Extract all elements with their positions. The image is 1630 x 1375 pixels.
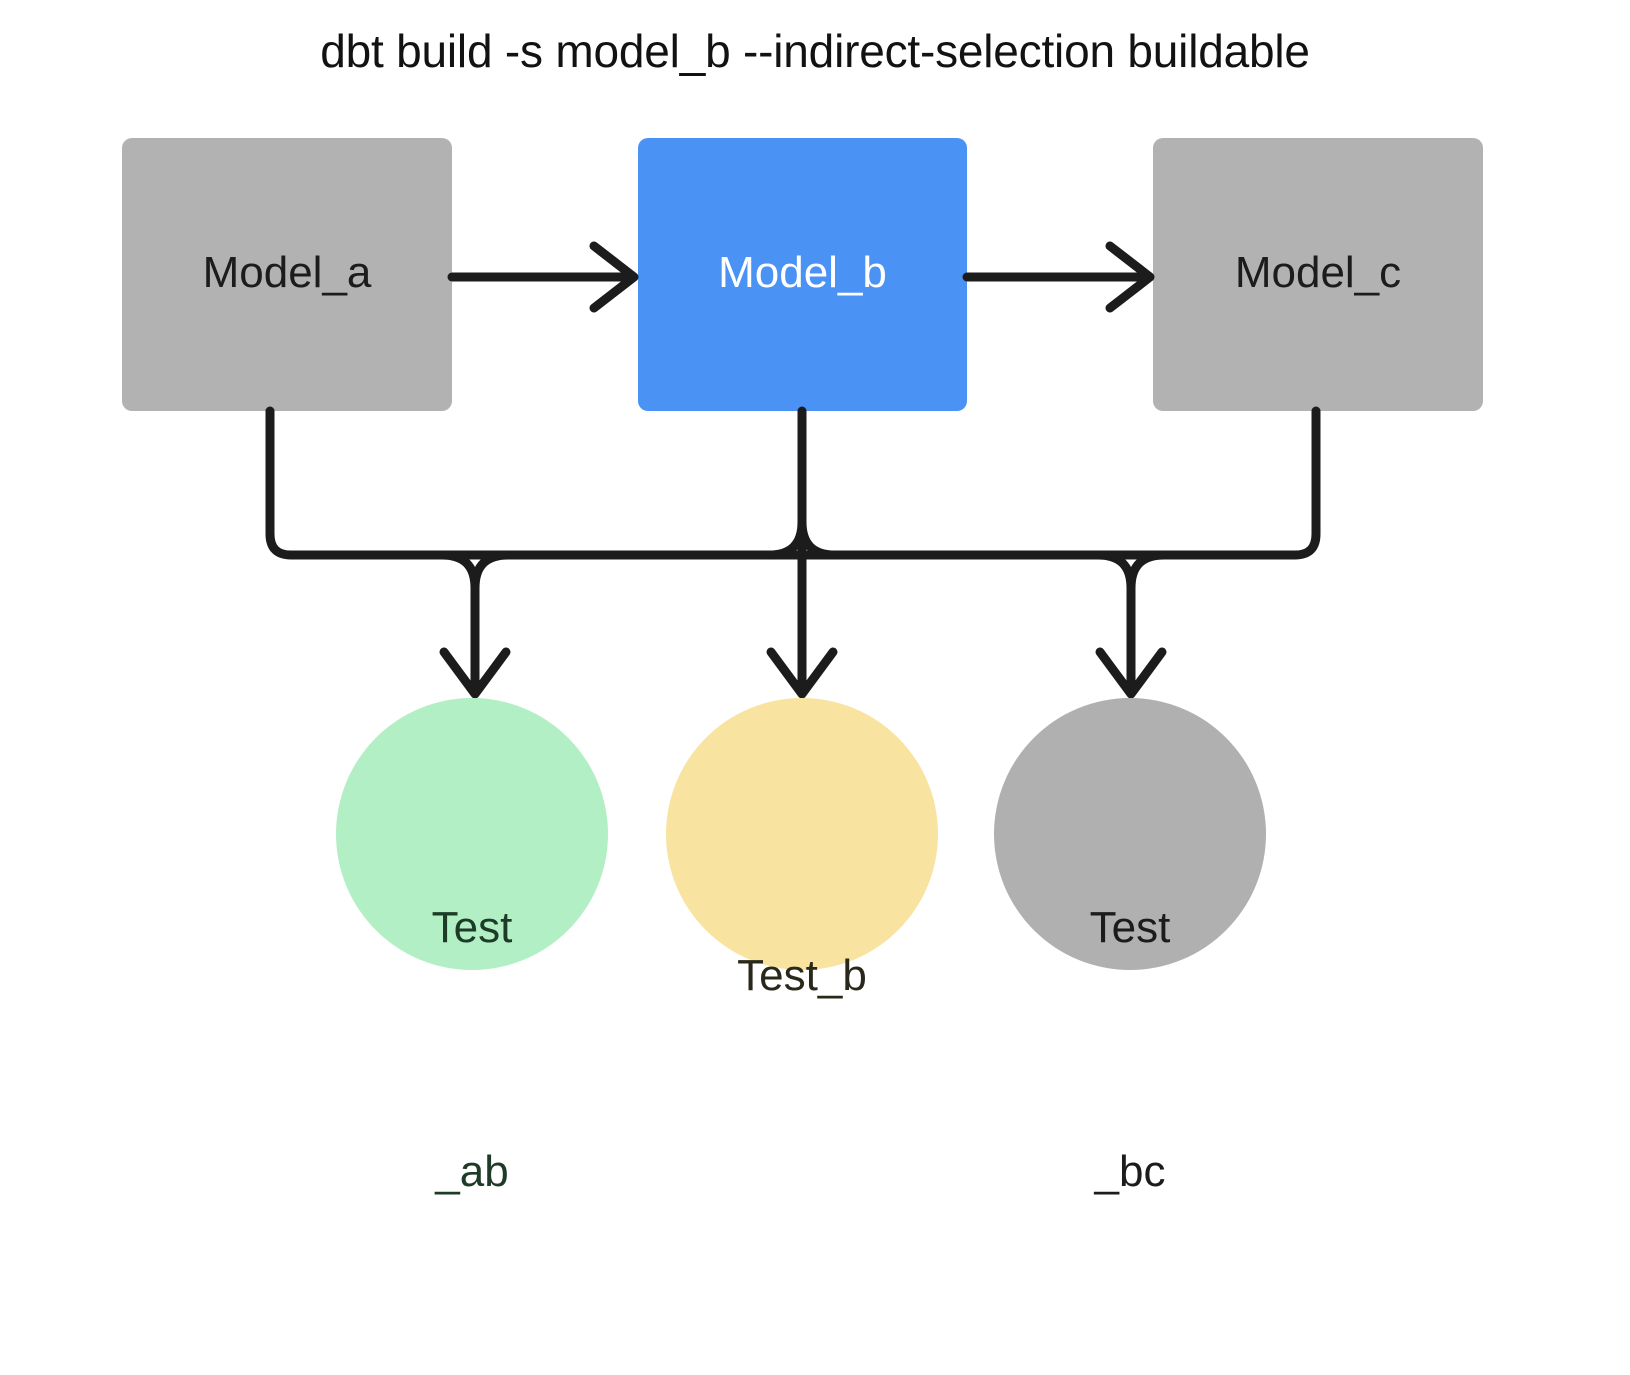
node-model-c-shape[interactable] bbox=[1153, 138, 1483, 411]
edge-model-b-to-test-b-arrowhead bbox=[766, 647, 838, 699]
edge-bus-to-test-ab-left-shoulder bbox=[437, 550, 480, 593]
edge-bus-to-test-ab-arrowhead bbox=[439, 647, 511, 699]
diagram-title: dbt build -s model_b --indirect-selectio… bbox=[320, 25, 1310, 77]
edge-bus-to-test-ab-right-shoulder bbox=[470, 550, 513, 593]
diagram-canvas: dbt build -s model_b --indirect-selectio… bbox=[122, 25, 1483, 1196]
edge-model-b-to-model-c-arrowhead bbox=[1105, 241, 1155, 313]
node-test-ab-shape[interactable] bbox=[336, 698, 608, 970]
node-test-bc-label-line2: _bc bbox=[1094, 1146, 1166, 1196]
node-test-b-shape[interactable] bbox=[666, 698, 938, 970]
edge-model-a-to-model-b-arrowhead bbox=[589, 241, 639, 313]
edge-model-c-trunk bbox=[495, 406, 1321, 560]
edge-bus-to-test-bc-left-shoulder bbox=[1093, 550, 1136, 593]
node-model-b-shape[interactable] bbox=[638, 138, 967, 411]
node-test-ab-label-line2: _ab bbox=[435, 1146, 509, 1196]
diagram-graphics bbox=[122, 138, 1483, 970]
node-test-bc-shape[interactable] bbox=[994, 698, 1266, 970]
edge-bus-to-test-bc-arrowhead bbox=[1095, 647, 1167, 699]
node-model-a-shape[interactable] bbox=[122, 138, 452, 411]
edge-bus-crossing-right-fillet bbox=[797, 517, 840, 560]
edge-model-a-trunk bbox=[265, 406, 1110, 560]
edge-bus-to-test-bc-right-shoulder bbox=[1126, 550, 1169, 593]
edge-bus-crossing-left-fillet bbox=[764, 517, 807, 560]
